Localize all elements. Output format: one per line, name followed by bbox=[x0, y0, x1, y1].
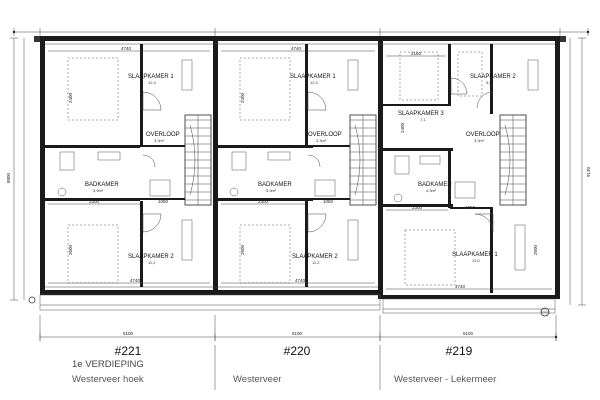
unit-220-bed1-label: SLAAPKAMER 1 bbox=[290, 74, 336, 80]
unit-221-width: 5100 bbox=[123, 331, 134, 336]
unit-220: SLAAPKAMER 1 12,3 OVERLOOP 3,3m² BADKAME… bbox=[218, 44, 377, 287]
unit-220-bath-area: 3,9m² bbox=[266, 188, 277, 193]
unit-221-bed1-area: 12,3 bbox=[148, 80, 157, 85]
unit-219-dim-mid1: 2300 bbox=[412, 205, 423, 210]
unit-219-name: Westerveer - Lekermeer bbox=[394, 374, 496, 385]
unit-219-bath-label: BADKAMER bbox=[418, 182, 452, 188]
unit-220-landing-area: 3,3m² bbox=[316, 138, 327, 143]
unit-221-bed2-area: 11,2 bbox=[148, 260, 156, 265]
unit-220-landing-label: OVERLOOP bbox=[308, 132, 342, 138]
unit-219-dim-v2: 2600 bbox=[533, 244, 538, 255]
unit-219-dim-top: 2160 bbox=[411, 51, 422, 56]
unit-220-width: 5100 bbox=[292, 331, 303, 336]
right-height-label: 9130 bbox=[586, 166, 591, 177]
unit-221: SLAAPKAMER 1 12,3 OVERLOOP 3,3m² BADKAME… bbox=[45, 44, 212, 287]
stair bbox=[499, 114, 527, 206]
unit-221-dim-v1: 2400 bbox=[68, 92, 73, 103]
unit-219-bed2-area: 5,5 bbox=[486, 80, 492, 85]
unit-220-bed2-label: SLAAPKAMER 2 bbox=[292, 254, 338, 260]
unit-220-dim-bottom: 4740 bbox=[295, 278, 306, 283]
stair bbox=[184, 114, 212, 206]
unit-221-dim-top: 4740 bbox=[121, 46, 132, 51]
bottom-gallery bbox=[28, 294, 556, 317]
unit-220-dim-top: 4740 bbox=[291, 46, 302, 51]
unit-219-landing-area: 3,3m² bbox=[474, 138, 485, 143]
unit-220-name: Westerveer bbox=[233, 374, 281, 385]
unit-220-dim-v2: 2600 bbox=[240, 244, 245, 255]
unit-221-bath-label: BADKAMER bbox=[85, 182, 119, 188]
top-dimension-line bbox=[12, 28, 590, 36]
unit-221-dim-bottom: 4740 bbox=[130, 278, 141, 283]
unit-219-dim-v1: 2400 bbox=[400, 122, 405, 133]
unit-220-number: #220 bbox=[284, 344, 311, 358]
bottom-dimension-line bbox=[39, 315, 558, 341]
unit-221-dim-mid2: 1050 bbox=[158, 199, 169, 204]
unit-221-dim-mid1: 2300 bbox=[89, 199, 100, 204]
unit-220-bed2-area: 11,2 bbox=[312, 260, 320, 265]
outer-walls bbox=[34, 36, 566, 299]
unit-219-dim-mid2: 1050 bbox=[465, 205, 476, 210]
unit-220-bath-label: BADKAMER bbox=[258, 182, 292, 188]
unit-221-landing-label: OVERLOOP bbox=[146, 132, 180, 138]
unit-221-bed2-label: SLAAPKAMER 2 bbox=[128, 254, 174, 260]
unit-220-dim-mid2: 1050 bbox=[323, 199, 334, 204]
unit-219-bath-area: 4,3m² bbox=[426, 188, 437, 193]
stair bbox=[349, 114, 377, 206]
left-height-dimension: 8800 bbox=[6, 37, 25, 301]
unit-221-bath-area: 3,9m² bbox=[93, 188, 104, 193]
unit-219-bed3-label: SLAAPKAMER 3 bbox=[398, 111, 444, 117]
unit-219-width: 5100 bbox=[463, 331, 474, 336]
unit-219: SLAAPKAMER 2 5,5 SLAAPKAMER 3 7,1 OVERLO… bbox=[383, 44, 552, 293]
unit-219-landing-label: OVERLOOP bbox=[466, 132, 500, 138]
unit-219-bed3-area: 7,1 bbox=[420, 117, 426, 122]
unit-221-name: Westerveer hoek bbox=[72, 374, 144, 385]
unit-220-dim-v1: 2400 bbox=[240, 92, 245, 103]
unit-219-bed1-label: SLAAPKAMER 1 bbox=[452, 252, 498, 258]
unit-221-dim-v2: 2600 bbox=[68, 244, 73, 255]
unit-220-dim-mid1: 2300 bbox=[258, 199, 269, 204]
unit-219-dim-bottom: 4740 bbox=[455, 284, 466, 289]
floor-label: 1e VERDIEPING bbox=[72, 359, 144, 370]
unit-220-bed1-area: 12,3 bbox=[310, 80, 319, 85]
unit-219-bed1-area: 13,0 bbox=[472, 258, 481, 263]
unit-219-bed2-label: SLAAPKAMER 2 bbox=[470, 74, 516, 80]
unit-219-number: #219 bbox=[446, 344, 473, 358]
unit-221-number: #221 bbox=[115, 344, 142, 358]
right-height-dimension: 9130 bbox=[569, 37, 591, 306]
unit-221-bed1-label: SLAAPKAMER 1 bbox=[128, 74, 174, 80]
left-height-label: 8800 bbox=[6, 172, 11, 183]
unit-221-landing-area: 3,3m² bbox=[154, 138, 165, 143]
